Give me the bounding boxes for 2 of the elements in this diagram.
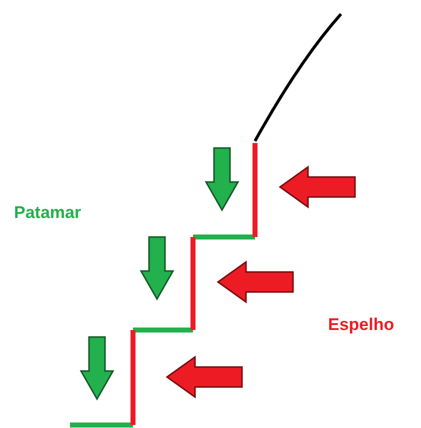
part-label: Espelho bbox=[328, 314, 394, 336]
part-label: Patamar bbox=[14, 202, 82, 224]
